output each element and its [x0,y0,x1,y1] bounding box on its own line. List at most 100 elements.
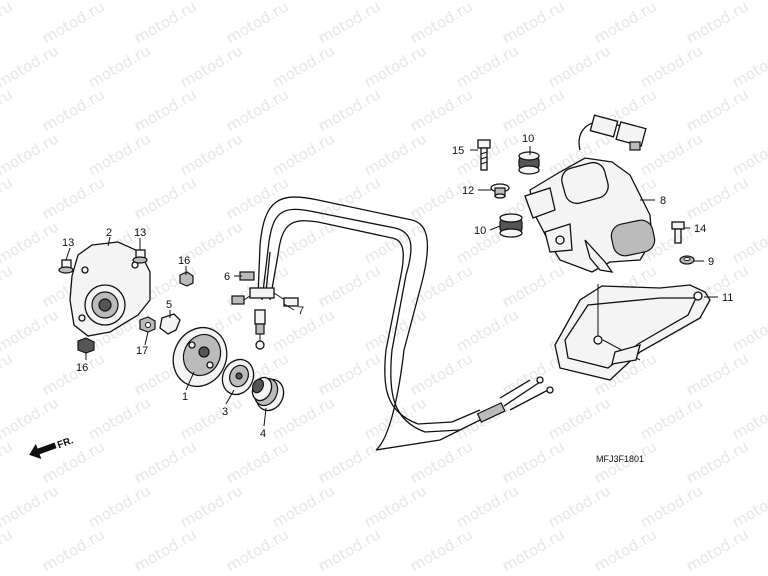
watermark-text: motod.ru [683,85,752,135]
watermark-text: motod.ru [39,173,108,223]
watermark-text: motod.ru [131,0,200,47]
watermark-text: motod.ru [85,129,154,179]
watermark-text: motod.ru [269,41,338,91]
watermark-text: motod.ru [499,525,568,575]
callout-10-lower: 10 [474,225,486,237]
watermark-text: motod.ru [177,41,246,91]
watermark-text: motod.ru [407,261,476,311]
boot-4 [251,376,285,412]
watermark-text: motod.ru [407,0,476,47]
pulley-1 [172,327,228,387]
watermark-text: motod.ru [729,129,768,179]
leader-lines [65,146,718,427]
watermark-text: motod.ru [0,261,16,311]
watermark-text: motod.ru [683,0,752,47]
callout-12: 12 [462,185,474,197]
bolt-14 [671,221,685,244]
front-direction-marker: FR. [29,435,75,459]
watermark-text: motod.ru [0,393,62,443]
watermark-text: motod.ru [729,481,768,531]
watermark-text: motod.ru [0,349,16,399]
bolt-15 [477,139,491,171]
watermark-text: motod.ru [0,437,16,487]
watermark-text: motod.ru [637,481,706,531]
watermark-text: motod.ru [361,481,430,531]
watermark-text: motod.ru [361,129,430,179]
watermark-text: motod.ru [177,129,246,179]
watermark-text: motod.ru [683,173,752,223]
watermark-text: motod.ru [269,129,338,179]
watermark-text: motod.ru [0,85,16,135]
watermark-text: motod.ru [591,525,660,575]
callout-2: 2 [106,227,112,239]
watermark-text: motod.ru [637,393,706,443]
watermark-text: motod.ru [407,85,476,135]
watermark-text: motod.ru [131,173,200,223]
callout-7: 7 [298,305,304,317]
watermark-text: motod.ru [315,261,384,311]
watermark-text: motod.ru [0,0,16,47]
watermark-text: motod.ru [637,41,706,91]
front-marker-label: FR. [56,435,75,451]
watermark-text: motod.ru [269,217,338,267]
grommet-10-top [518,151,540,175]
watermark-text: motod.ru [499,261,568,311]
nut-16-upper [179,271,194,287]
watermark-text: motod.ru [0,525,16,575]
callout-11: 11 [722,292,733,304]
callout-6: 6 [224,271,230,283]
cable-end-joint-7 [231,287,299,350]
callout-3: 3 [222,406,228,418]
callout-15: 15 [452,145,464,157]
collar-12 [490,183,510,199]
watermark-text: motod.ru [591,0,660,47]
watermark-text: motod.ru [177,481,246,531]
watermark-text: motod.ru [0,41,62,91]
watermark-text: motod.ru [39,349,108,399]
watermark-text: motod.ru [0,305,62,355]
watermark-text: motod.ru [683,437,752,487]
watermark-text: motod.ru [131,525,200,575]
servo-motor-8 [524,157,656,273]
nut-17 [139,316,156,333]
watermark-text: motod.ru [683,525,752,575]
callout-8: 8 [660,195,666,207]
callout-10-top: 10 [522,133,534,145]
watermark-text: motod.ru [499,85,568,135]
watermark-text: motod.ru [407,173,476,223]
callout-9: 9 [708,256,714,268]
callout-1: 1 [182,391,188,403]
watermark-text: motod.ru [729,305,768,355]
watermark-text: motod.ru [0,129,62,179]
watermark-text: motod.ru [223,437,292,487]
watermark-text: motod.ru [729,217,768,267]
watermark-text: motod.ru [453,41,522,91]
watermark-text: motod.ru [407,349,476,399]
watermark-text: motod.ru [223,173,292,223]
watermark-text: motod.ru [361,217,430,267]
watermark-text: motod.ru [637,129,706,179]
watermark-text: motod.ru [131,85,200,135]
watermark-text: motod.ru [545,41,614,91]
bolt-13-left [58,259,74,274]
callout-13-right: 13 [134,227,146,239]
watermark-text: motod.ru [223,85,292,135]
watermark-text: motod.ru [315,437,384,487]
clip-5 [159,313,181,335]
callout-16-upper: 16 [178,255,190,267]
watermark-text: motod.ru [407,437,476,487]
watermark-text: motod.ru [315,173,384,223]
watermark-text: motod.ru [453,305,522,355]
pulley-base-plate [69,241,151,337]
diagram-code: MFJ3F1801 [596,454,644,464]
watermark-text: motod.ru [407,525,476,575]
bolt-13-right [132,249,148,264]
callout-5: 5 [166,299,172,311]
watermark-text: motod.ru [729,41,768,91]
cable-pair [257,196,554,451]
watermark-text: motod.ru [85,41,154,91]
watermark-text: motod.ru [39,0,108,47]
watermark-text: motod.ru [131,437,200,487]
